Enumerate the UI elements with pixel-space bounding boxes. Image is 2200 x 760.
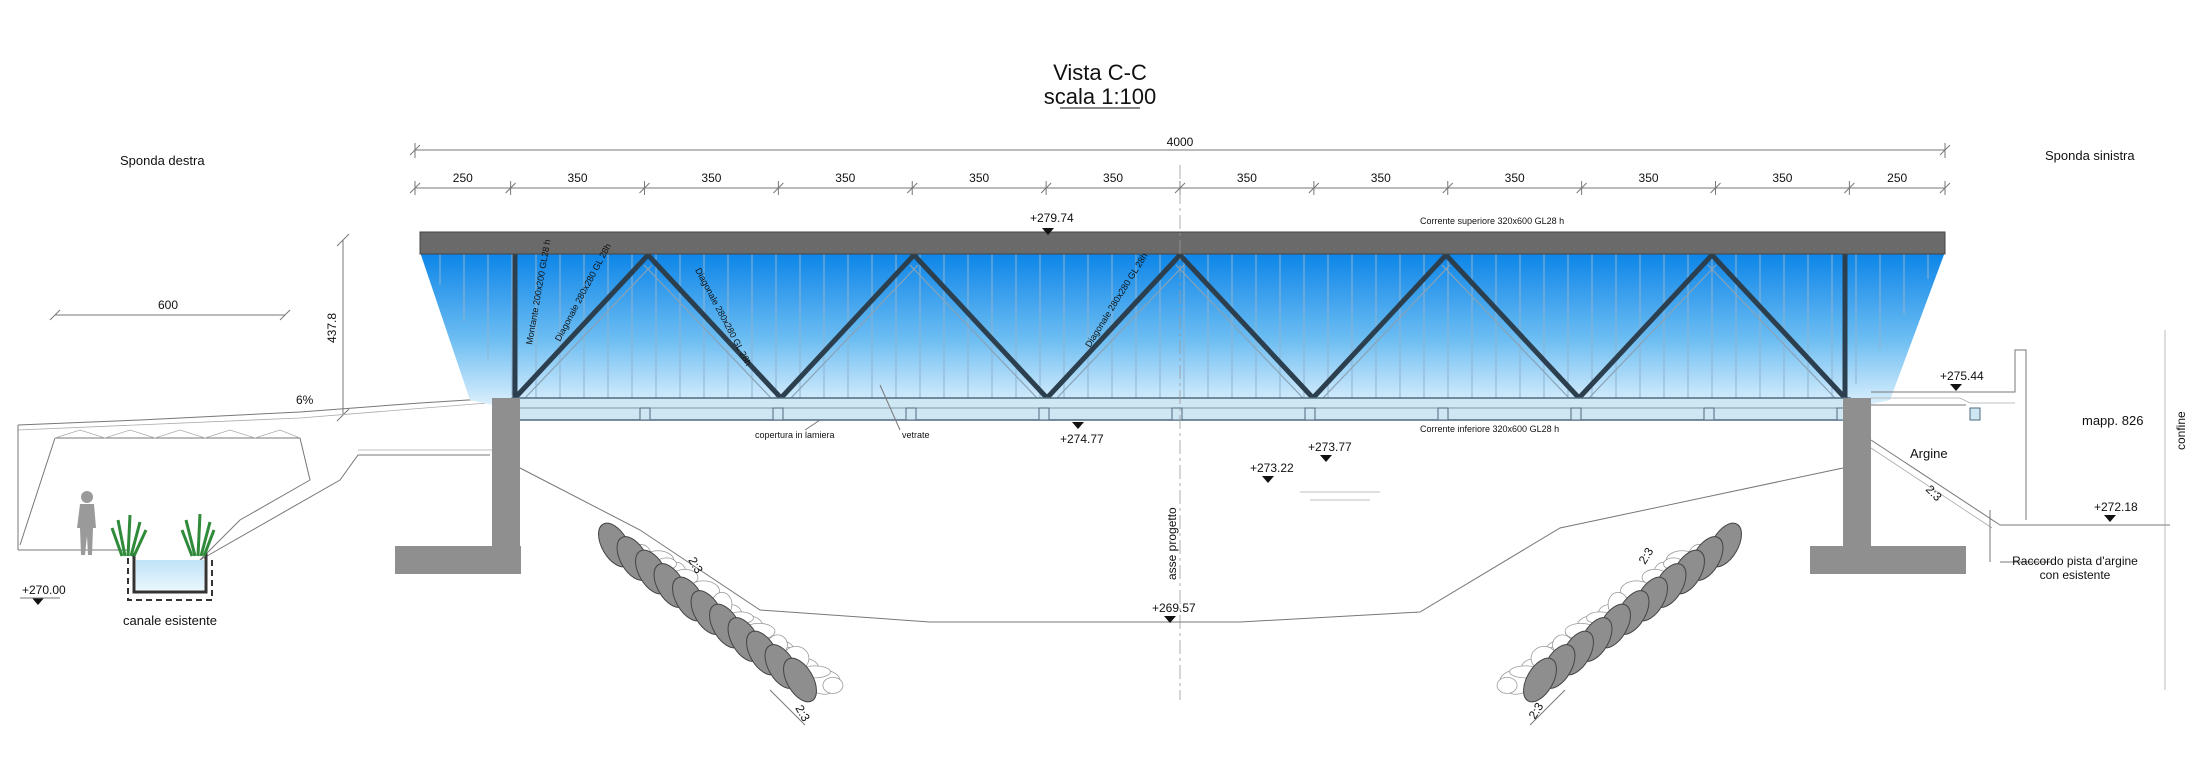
svg-text:+279.74: +279.74 <box>1030 211 1074 225</box>
existing-canal: canale esistente <box>110 513 217 628</box>
lower-chord-studs <box>639 407 1981 421</box>
total-span-label: 4000 <box>1167 135 1194 149</box>
lower-chord-label: Corrente inferiore 320x600 GL28 h <box>1420 424 1559 434</box>
slope-ratio-argine: 2:3 <box>1923 482 1945 504</box>
raccordo-label-2: con esistente <box>2040 568 2111 582</box>
bay-dim-label-8: 350 <box>1505 171 1525 185</box>
axis-label: asse progetto <box>1165 507 1179 580</box>
elev-water-b: +273.77 <box>1308 440 1352 462</box>
elev-bank-right: +275.44 <box>1940 369 1984 391</box>
left-bank: 6% <box>17 393 501 561</box>
canal-label: canale esistente <box>123 613 217 628</box>
slope-ratio-left-bottom: 2:3 <box>792 703 813 725</box>
bay-dim-label-5: 350 <box>1103 171 1123 185</box>
upper-chord <box>419 231 1946 255</box>
upper-chord-label: Corrente superiore 320x600 GL28 h <box>1420 216 1564 226</box>
argine-label: Argine <box>1910 446 1948 461</box>
reeds-right <box>180 513 216 557</box>
total-dimension: 4000 <box>409 135 1951 158</box>
bay-dim-label-6: 350 <box>1237 171 1257 185</box>
person-figure <box>77 491 96 555</box>
svg-text:+274.77: +274.77 <box>1060 432 1104 446</box>
elev-water-a: +273.22 <box>1250 461 1294 483</box>
roof-leader <box>804 419 821 431</box>
elev-top: +279.74 <box>1030 211 1074 235</box>
elev-right-path: +272.18 <box>2094 500 2138 522</box>
riprap-left <box>598 522 844 703</box>
svg-text:+269.57: +269.57 <box>1152 601 1196 615</box>
glass-mullions <box>439 254 1929 400</box>
reeds-left <box>110 514 148 557</box>
slope-tick-left <box>769 689 806 726</box>
bay-dim-label-9: 350 <box>1639 171 1659 185</box>
right-pier <box>1810 398 1966 574</box>
elev-riverbed: +269.57 <box>1152 601 1196 623</box>
project-axis: asse progetto <box>1165 165 1181 700</box>
slope-ratio-right: 2:3 <box>1636 545 1657 567</box>
svg-text:+275.44: +275.44 <box>1940 369 1984 383</box>
bank-left-label: Sponda destra <box>120 153 205 168</box>
height-dimension: 437.8 <box>325 233 350 422</box>
left-dim-label: 600 <box>158 298 178 312</box>
slope-label: 6% <box>296 393 314 407</box>
bay-dim-label-3: 350 <box>835 171 855 185</box>
bay-dim-label-7: 350 <box>1371 171 1391 185</box>
height-dim-label: 437.8 <box>325 313 339 343</box>
mapp-label: mapp. 826 <box>2082 413 2143 428</box>
bay-dim-label-11: 250 <box>1887 171 1907 185</box>
bay-dimensions: 250 350 350 350 350 350 350 350 350 350 350 250 <box>409 171 1951 195</box>
raccordo-label-1: Raccordo pista d'argine <box>2012 554 2138 568</box>
bank-right-label: Sponda sinistra <box>2045 148 2135 163</box>
bay-dim-label-10: 350 <box>1772 171 1792 185</box>
drawing-scale: scala 1:100 <box>1044 84 1157 109</box>
slope-tick-right <box>1529 689 1566 726</box>
svg-text:+273.77: +273.77 <box>1308 440 1352 454</box>
bridge-truss <box>419 231 1981 421</box>
bay-dim-label-1: 350 <box>568 171 588 185</box>
river-section <box>519 467 1844 703</box>
bay-dim-label-0: 250 <box>453 171 473 185</box>
svg-text:+272.18: +272.18 <box>2094 500 2138 514</box>
confine-label: confine <box>2174 411 2188 450</box>
riprap-right <box>1496 522 1742 703</box>
svg-text:+273.22: +273.22 <box>1250 461 1294 475</box>
elev-left-ground: +270.00 <box>20 583 66 605</box>
left-pier <box>395 398 521 574</box>
glazing-leader <box>879 384 901 431</box>
drawing-title: Vista C-C <box>1053 60 1147 85</box>
left-dimension: 600 <box>49 298 291 321</box>
bay-dim-label-4: 350 <box>969 171 989 185</box>
truss-members <box>511 251 1849 402</box>
roof-label: copertura in lamiera <box>755 430 835 440</box>
elev-deck: +274.77 <box>1060 422 1104 446</box>
bay-dim-label-2: 350 <box>701 171 721 185</box>
right-bank <box>1870 330 2170 690</box>
svg-text:+270.00: +270.00 <box>22 583 66 597</box>
glazing-label: vetrate <box>902 430 930 440</box>
